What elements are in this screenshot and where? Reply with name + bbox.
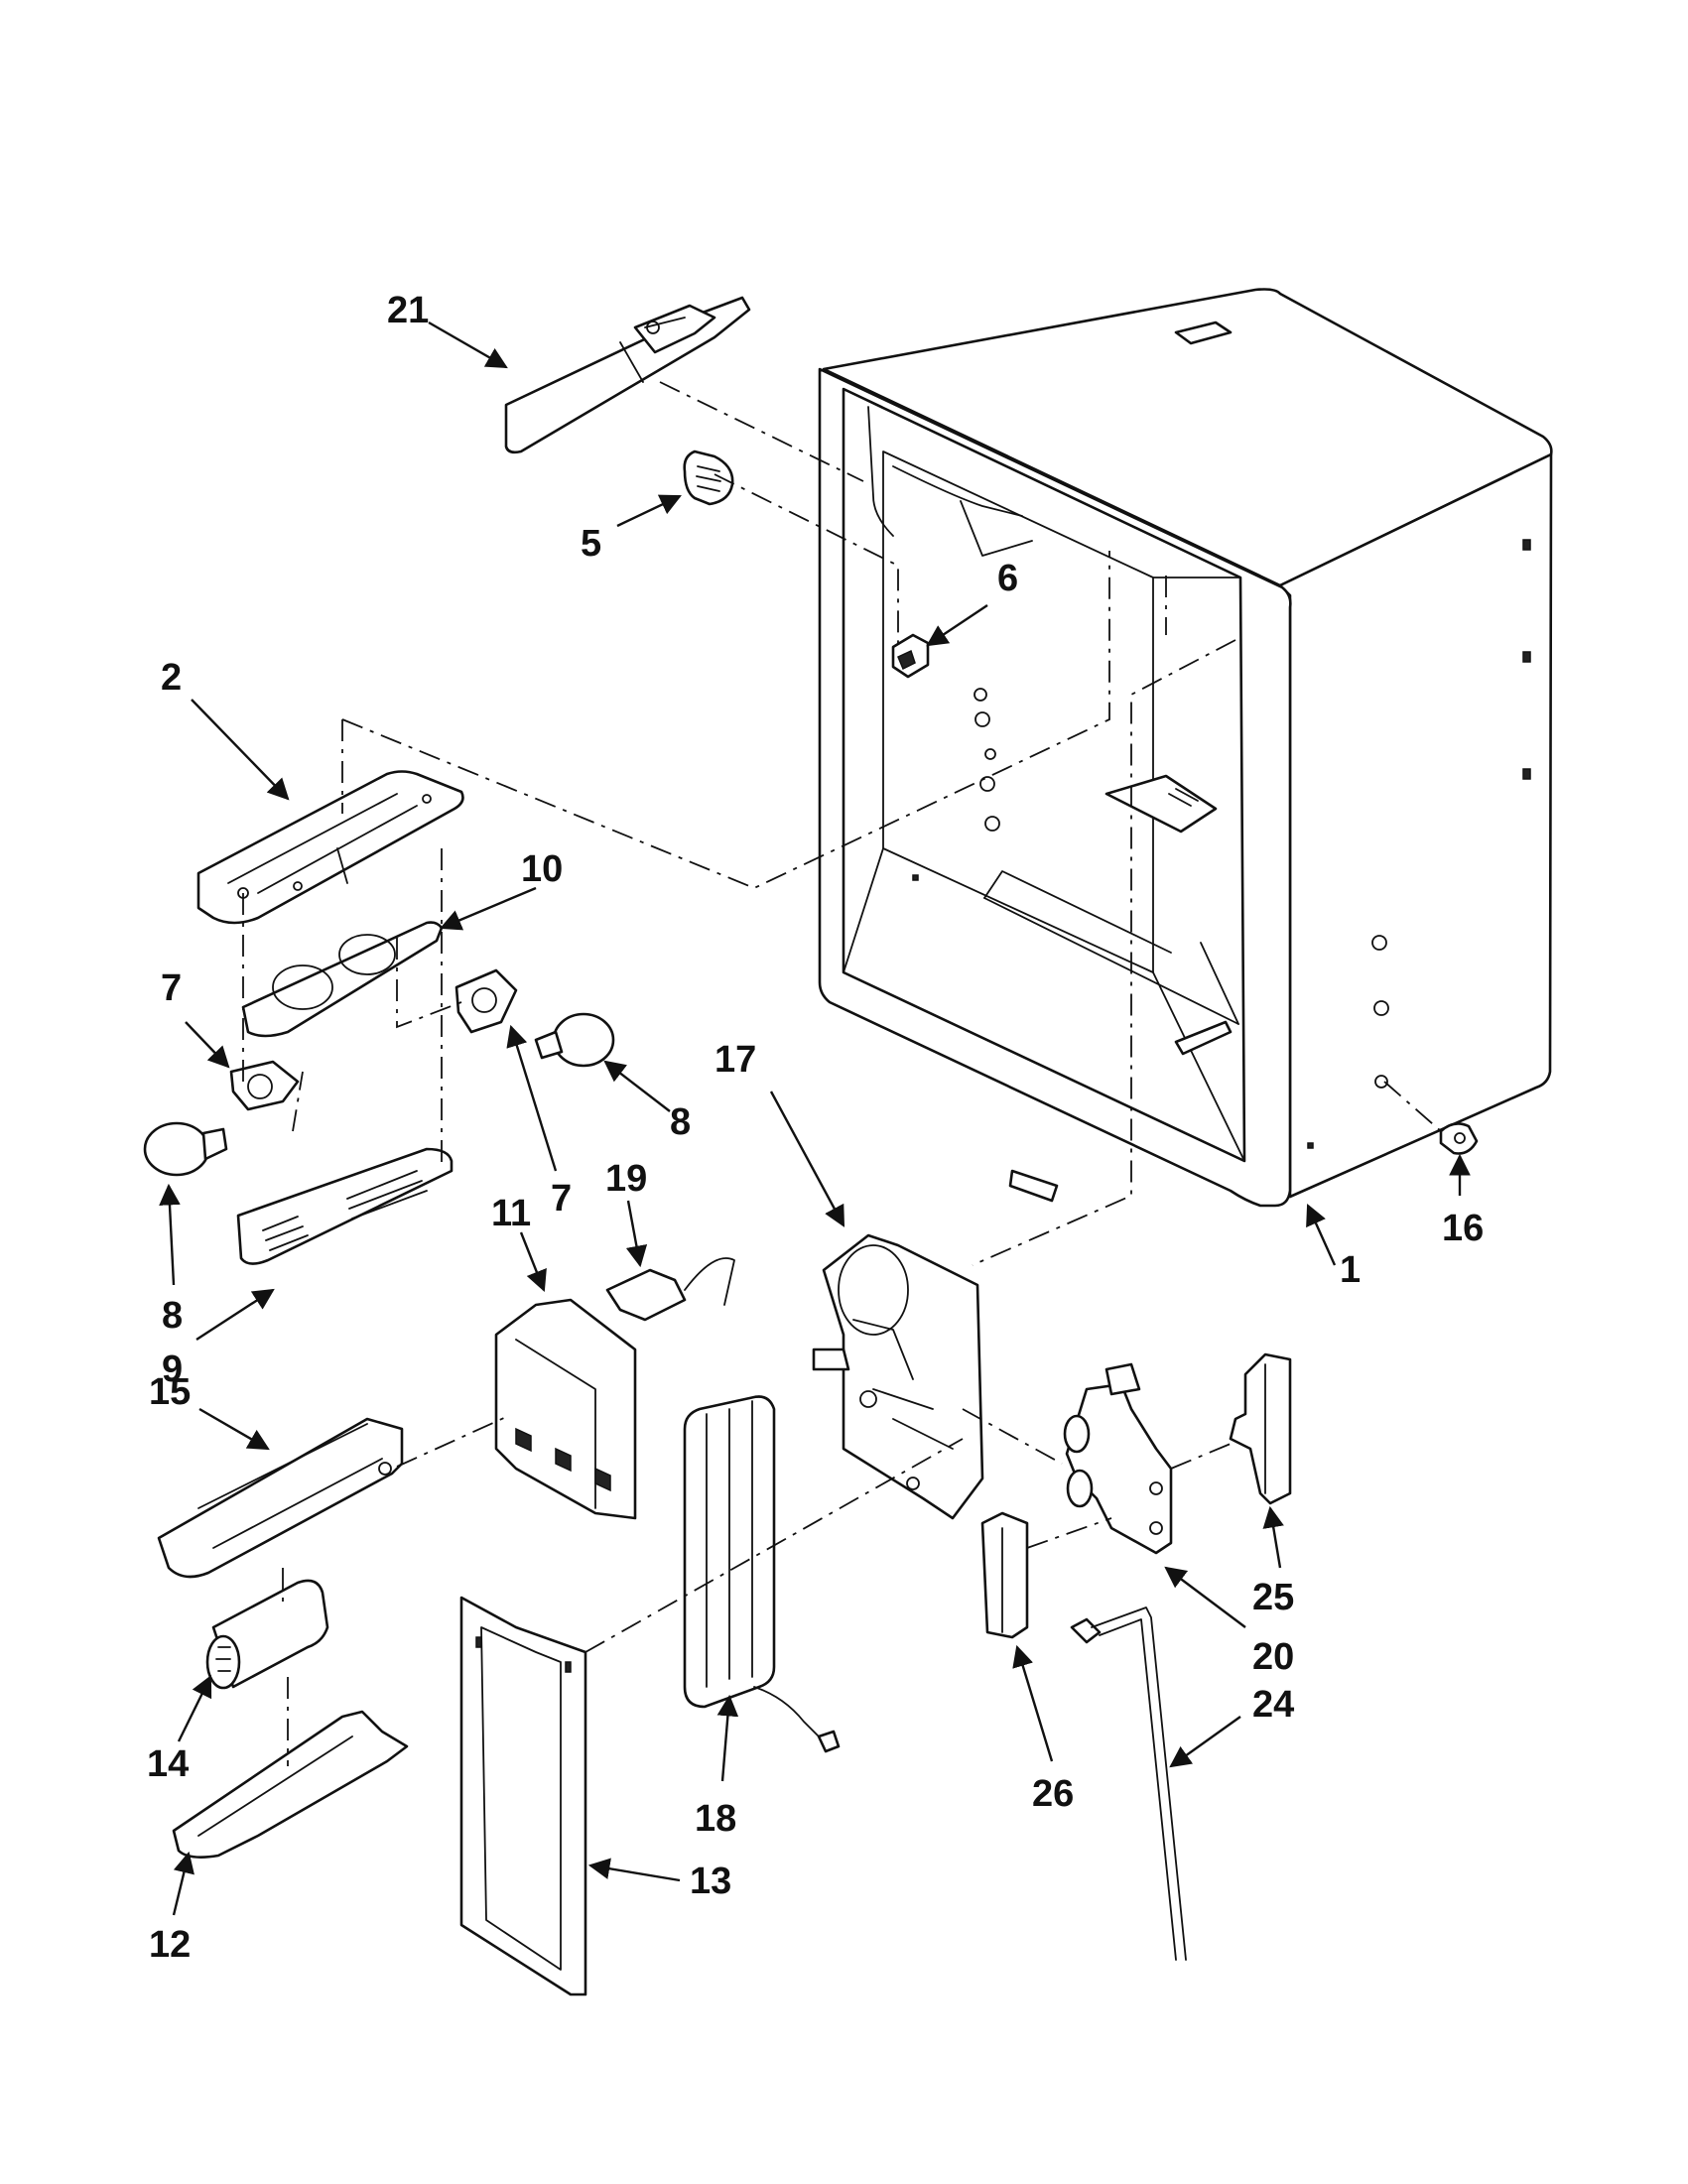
part-12-filter-door	[172, 1710, 409, 1859]
callout-26: 26	[1032, 1773, 1074, 1815]
part-17-bracket	[812, 1233, 984, 1520]
callout-9: 9	[162, 1349, 183, 1390]
callout-2: 2	[161, 657, 182, 699]
callout-13: 13	[690, 1861, 731, 1902]
part-10-lens	[241, 921, 444, 1038]
callout-7-right: 7	[551, 1178, 572, 1220]
assembly-lines	[242, 381, 1442, 1766]
part-21-top-shroud	[504, 296, 751, 454]
part-16-plug	[1439, 1122, 1479, 1155]
callout-10: 10	[521, 848, 563, 890]
callout-19: 19	[605, 1158, 647, 1200]
callout-leaders	[159, 321, 1471, 1916]
callout-6: 6	[997, 558, 1018, 599]
part-7-socket-right	[454, 968, 518, 1034]
part-6-switch	[891, 633, 930, 679]
part-20-water-valve	[1063, 1362, 1173, 1555]
part-9-light-cover	[236, 1147, 454, 1265]
part-18-water-tube	[683, 1395, 841, 1753]
callout-11: 11	[491, 1193, 531, 1234]
callout-17: 17	[714, 1039, 756, 1081]
callout-18: 18	[695, 1798, 736, 1840]
callout-5: 5	[581, 523, 601, 565]
callout-7-left: 7	[161, 967, 182, 1009]
part-15-filter-housing	[157, 1417, 404, 1579]
part-24-water-line	[1070, 1606, 1187, 1961]
callout-15: 15	[149, 1371, 191, 1413]
callout-24: 24	[1252, 1684, 1294, 1726]
part-7-socket-left	[229, 1060, 300, 1111]
callout-20: 20	[1252, 1636, 1294, 1678]
callout-21: 21	[387, 290, 429, 331]
part-2-light-housing	[196, 770, 464, 925]
callout-16: 16	[1442, 1208, 1484, 1249]
callout-12: 12	[149, 1924, 191, 1966]
part-26-clip	[980, 1511, 1029, 1639]
part-19-thermistor	[605, 1257, 735, 1322]
part-1-cabinet-liner	[818, 288, 1553, 1208]
part-14-water-filter	[205, 1579, 329, 1690]
callout-8-left: 8	[162, 1295, 183, 1337]
part-13-side-panel	[459, 1596, 587, 1996]
part-5-damper	[683, 450, 734, 506]
part-11-air-duct	[494, 1298, 637, 1520]
callout-labels: 21 5 6 2 10 7 7 8 8 9 11 19 17 15 14 12 …	[147, 290, 1484, 1966]
callout-25: 25	[1252, 1577, 1294, 1618]
callout-14: 14	[147, 1743, 189, 1785]
callout-1: 1	[1340, 1249, 1361, 1291]
callout-8-right: 8	[670, 1101, 691, 1143]
part-8-bulb-left	[143, 1121, 228, 1177]
part-8-bulb-right	[534, 1012, 615, 1068]
part-25-valve-bracket	[1229, 1352, 1292, 1505]
